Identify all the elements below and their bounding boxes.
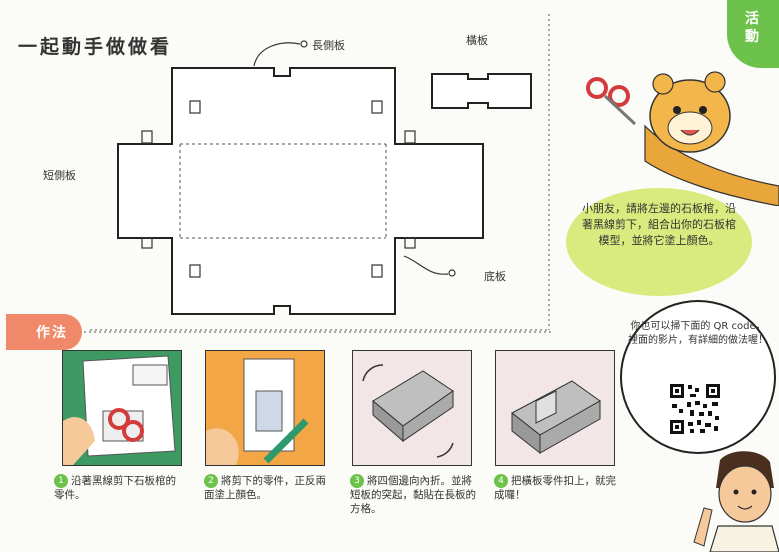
activity-corner-tag: 活動	[727, 0, 779, 68]
long-side-label: 長側板	[312, 39, 345, 52]
step-3-image	[352, 350, 472, 466]
leopard-cat-illustration	[586, 71, 779, 206]
method-divider	[84, 331, 554, 333]
step-1-text: 沿著黑線剪下石板棺的零件。	[54, 475, 176, 501]
method-tag: 作法	[6, 314, 82, 350]
step-2-text: 將剪下的零件，正反兩面塗上顏色。	[204, 475, 326, 501]
step-4-text: 把橫板零件扣上，就完成囉！	[494, 475, 616, 501]
bottom-label: 底板	[484, 270, 506, 283]
scissors-icon	[586, 77, 637, 126]
activity-tag-text: 活動	[745, 11, 759, 45]
qr-code-icon[interactable]	[668, 382, 722, 436]
step-1-number: 1	[54, 474, 68, 488]
step-2-image	[205, 350, 325, 466]
step-3-number: 3	[350, 474, 364, 488]
step-4-image	[495, 350, 615, 466]
tiger-speech-bubble: 小朋友，請將左邊的石板棺，沿著黑線剪下，組合出你的石板棺模型，並將它塗上顏色。	[566, 188, 752, 296]
kid-speech-bubble: 你也可以掃下面的 QR code，裡面的影片，有詳細的做法喔！	[620, 300, 776, 454]
page-title: 一起動手做做看	[18, 36, 173, 58]
scissors-icon	[108, 408, 130, 430]
method-tag-text: 作法	[36, 325, 68, 341]
step-1-image	[62, 350, 182, 466]
short-side-label: 短側板	[43, 169, 76, 182]
child-illustration	[693, 451, 779, 552]
kid-speech-text: 你也可以掃下面的 QR code，裡面的影片，有詳細的做法喔！	[628, 321, 768, 346]
step-4-number: 4	[494, 474, 508, 488]
step-2-number: 2	[204, 474, 218, 488]
tiger-speech-text: 小朋友，請將左邊的石板棺，沿著黑線剪下，組合出你的石板棺模型，並將它塗上顏色。	[582, 202, 736, 247]
cross-board-piece	[431, 73, 532, 109]
step-3-text: 將四個邊向內折。並將短板的突起，黏貼在長板的方格。	[350, 475, 476, 515]
sarcophagus-net	[117, 67, 484, 315]
cross-board-label: 橫板	[466, 34, 488, 47]
